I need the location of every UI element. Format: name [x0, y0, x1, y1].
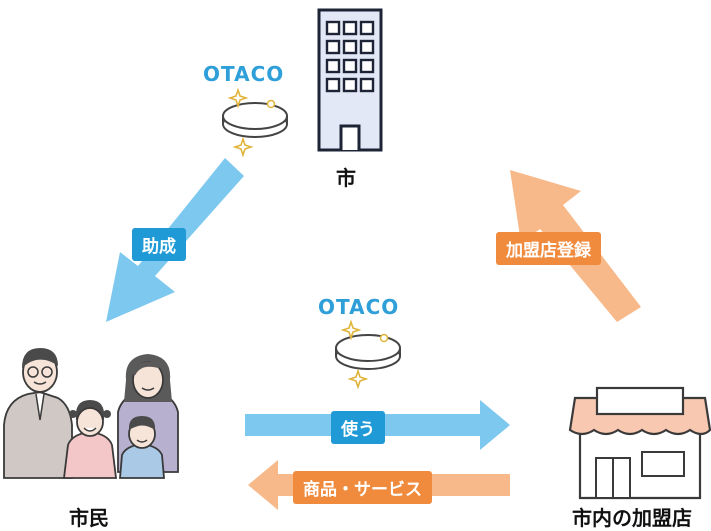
store-icon: [568, 386, 711, 500]
otaco-coin-icon: [222, 87, 288, 158]
city-label: 市: [336, 166, 356, 190]
otaco-coin-icon: [335, 319, 401, 390]
otaco-brand-label: OTACO: [318, 295, 400, 319]
citizens-family-icon: [3, 348, 179, 479]
city-building-icon: [317, 8, 383, 152]
use-label: 使う: [331, 411, 385, 444]
otaco-brand-label: OTACO: [203, 62, 285, 86]
citizens-label: 市民: [69, 506, 109, 530]
subsidy-label: 助成: [132, 228, 186, 261]
store-label: 市内の加盟店: [572, 506, 692, 530]
goods-label: 商品・サービス: [293, 471, 432, 504]
register-label: 加盟店登録: [496, 232, 601, 265]
